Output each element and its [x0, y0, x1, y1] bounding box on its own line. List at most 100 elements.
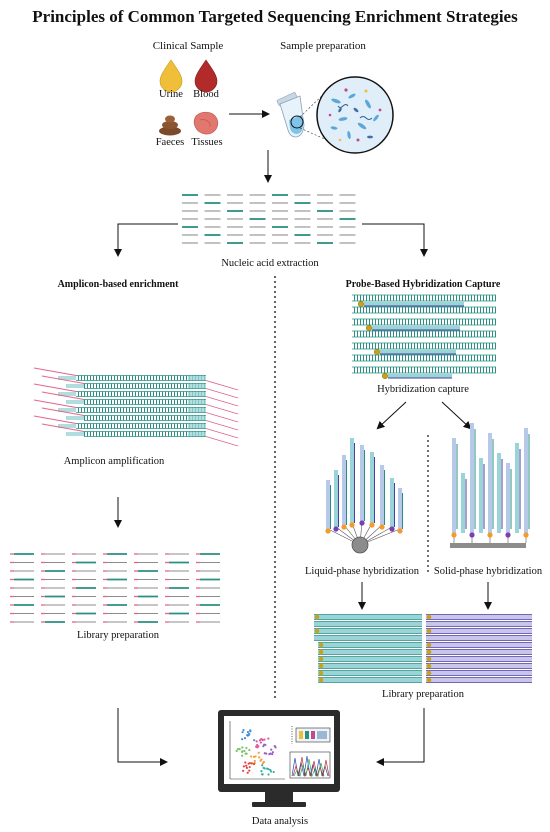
captured-fragment [452, 438, 456, 533]
primer-tail [41, 423, 85, 432]
probe-strand [388, 374, 452, 378]
biotin-bead [426, 677, 432, 683]
primer-segment [66, 384, 84, 388]
primer-segment [188, 416, 206, 420]
scatter-point [243, 736, 247, 740]
scatter-point [236, 747, 240, 751]
linker-node [505, 532, 511, 538]
tsne-plot-icon [229, 721, 285, 780]
biotin-bead [318, 649, 324, 655]
primer-segment [188, 424, 206, 428]
nucleic-acid-strands [182, 194, 356, 244]
blood-label: Blood [193, 89, 219, 100]
primer-segment [66, 432, 84, 436]
sequence-tag-icon [295, 727, 331, 743]
scatter-point [255, 740, 258, 743]
biotin-bead [314, 614, 320, 620]
primer-segment [66, 400, 84, 404]
extraction-label: Nucleic acid extraction [221, 258, 319, 269]
primer-tail [33, 399, 77, 408]
scatter-point [269, 768, 272, 772]
linker-node [349, 522, 355, 528]
scatter-point [258, 739, 262, 742]
primer-tail [33, 367, 77, 376]
scatter-point [257, 751, 260, 754]
linker-node [359, 520, 365, 526]
linker-node [389, 526, 395, 532]
scatter-point [243, 749, 246, 753]
urine-drop-icon [159, 59, 183, 93]
genomic-strand [352, 319, 496, 325]
scatter-point [255, 745, 258, 748]
amplicon-strand [84, 399, 206, 405]
captured-fragment [370, 452, 374, 523]
library-fragment [426, 628, 532, 634]
scatter-point [258, 756, 261, 759]
genomic-strand [352, 307, 496, 313]
zoom-line-bottom [299, 127, 339, 146]
scatter-point [250, 762, 253, 765]
urine-label: Urine [159, 89, 183, 100]
linker-node [325, 528, 331, 534]
linker-node [397, 528, 403, 534]
scatter-point [247, 762, 250, 765]
right-library-label: Library preparation [382, 689, 465, 700]
primer-tail [205, 380, 239, 391]
solid-phase-label: Solid-phase hybridization [434, 566, 543, 577]
scatter-point [248, 765, 251, 769]
amplicon-strand [84, 383, 206, 389]
library-fragment [314, 621, 422, 627]
scatter-point [263, 738, 266, 741]
data-analysis-label: Data analysis [252, 816, 308, 827]
genomic-strand [352, 295, 496, 301]
captured-fragment [342, 455, 346, 525]
biotin-bead [366, 325, 373, 332]
linker-node [523, 532, 529, 538]
scatter-point [267, 768, 270, 771]
sample-preparation-label: Sample preparation [280, 40, 366, 52]
scatter-point [245, 766, 249, 769]
scatter-point [242, 769, 245, 772]
chromatogram-icon [289, 751, 331, 779]
primer-segment [66, 416, 84, 420]
liquid-phase-label: Liquid-phase hybridization [305, 566, 420, 577]
library-fragment [426, 635, 532, 641]
library-fragment [318, 670, 422, 676]
captured-fragment [470, 423, 474, 533]
faeces-icon [159, 115, 181, 136]
primer-tail [33, 383, 77, 392]
primer-segment [188, 376, 206, 380]
biotin-bead [382, 373, 389, 380]
arrow-to-amplicon [114, 223, 178, 257]
tissue-icon [193, 111, 219, 135]
genomic-strand [352, 343, 496, 349]
scatter-point [271, 752, 274, 756]
primer-segment [58, 424, 76, 428]
biotin-bead [318, 677, 324, 683]
scatter-point [252, 762, 256, 766]
biotin-bead [426, 670, 432, 676]
sample-tube-icon [276, 92, 305, 138]
scatter-point [269, 752, 272, 755]
scatter-point [259, 759, 262, 762]
linker-node [451, 532, 457, 538]
primer-tail [41, 375, 85, 384]
library-fragment [426, 614, 532, 620]
biotin-bead [426, 649, 432, 655]
array-surface [450, 543, 526, 548]
amplicon-strand [84, 415, 206, 421]
captured-fragment [326, 480, 330, 529]
library-fragment [426, 656, 532, 662]
library-fragment [426, 677, 532, 683]
captured-fragment [380, 465, 384, 525]
scatter-point [241, 754, 244, 757]
scatter-point [245, 764, 248, 767]
linker-node [369, 522, 375, 528]
hybridization-capture-strands [352, 294, 496, 380]
primer-tail [205, 412, 239, 423]
biotin-bead [426, 614, 432, 620]
library-fragment [426, 670, 532, 676]
primer-segment [188, 384, 206, 388]
arrow-to-hybridization [362, 223, 428, 257]
clinical-sample-heading: Clinical Sample [153, 40, 224, 52]
